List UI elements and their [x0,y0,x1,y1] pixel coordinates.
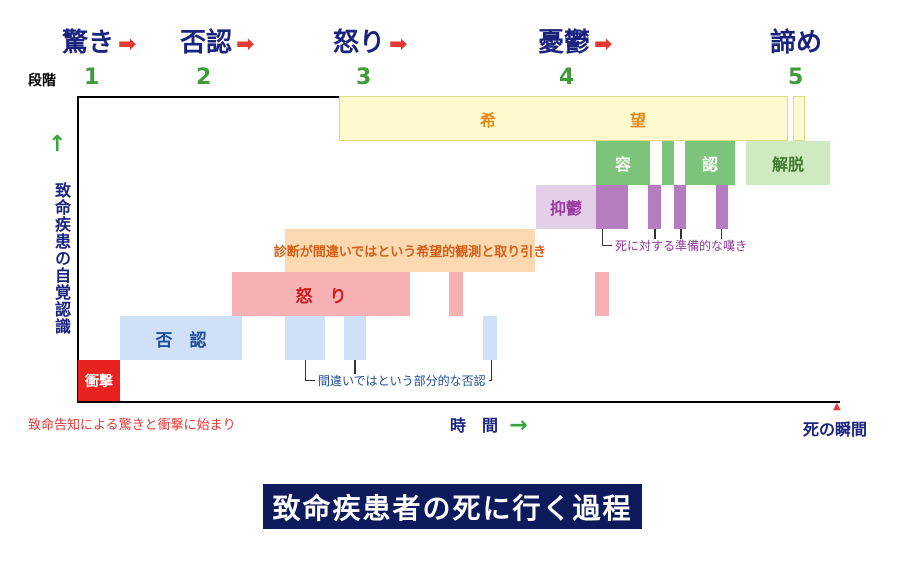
anger-bar-2 [449,272,463,316]
stage-5-number: 5 [788,65,804,90]
y-axis-label: 致命疾患の自覚認識 [52,182,71,335]
top-frame-line [77,96,339,98]
red-arrow-icon: ➡ [236,32,255,57]
shock-label: 衝撃 [85,373,113,390]
depression-bar-2 [648,185,661,229]
depression-bar-1 [596,185,628,229]
acceptance-bar-3: 認 [685,141,735,185]
prep-grief-tick-2 [680,229,682,246]
end-marker-icon: ▲ [833,401,841,412]
partial-denial-tick [354,360,356,381]
anger-bar: 怒 り [232,272,410,316]
bargaining-label: 診断が間違いではという希望的観測と取り引き [273,245,547,260]
x-axis-line [77,401,840,403]
denial-bar-3 [344,316,366,360]
page-title: 致命疾患者の死に行く過程 [263,484,642,529]
stage-4-label: 憂鬱➡ [538,28,613,58]
stage-5-label: 諦め [770,28,823,58]
prep-grief-annotation: 死に対する準備的な嘆き [612,239,751,253]
start-note: 致命告知による驚きと衝撃に始まり [28,418,236,433]
stage-1-label: 驚き➡ [62,28,137,58]
stage-2-label: 否認➡ [180,28,255,58]
hope-left-label: 希 [480,110,497,130]
denial-label: 否 認 [155,330,207,351]
stage-4-number: 4 [559,65,575,90]
end-note: 死の瞬間 [803,420,868,439]
denial-bar-2 [285,316,325,360]
bargaining-bar: 診断が間違いではという希望的観測と取り引き [274,229,546,272]
anger-bar-3 [595,272,609,316]
stage-3-label: 怒り➡ [333,28,408,58]
red-arrow-icon: ➡ [389,32,408,57]
y-axis-line [77,96,79,402]
liberation-bar: 解脱 [746,141,830,185]
denial-bar: 否 認 [120,316,242,360]
acceptance-left-label: 容 [614,155,631,174]
hope-right-label: 望 [630,110,647,130]
depression-bar-3 [674,185,686,229]
red-arrow-icon: ➡ [118,32,137,57]
depression-bar-4 [716,185,728,229]
liberation-label: 解脱 [771,155,804,174]
stage-2-number: 2 [196,65,212,90]
shock-bar: 衝撃 [78,360,120,401]
anger-label: 怒 り [295,286,347,307]
acceptance-bar-2 [662,141,674,185]
depression-light-bar: 抑鬱 [536,185,596,229]
depression-label: 抑鬱 [549,199,582,218]
denial-bar-4 [483,316,497,360]
prep-grief-tick-1 [654,229,656,246]
hope-bar-fragment [793,96,805,141]
partial-denial-annotation: 間違いではという部分的な否認 [315,374,489,388]
steps-label: 段階 [28,73,56,89]
y-axis-arrow-icon: ↑ [48,132,67,157]
acceptance-bar-1: 容 [596,141,650,185]
stage-3-number: 3 [356,65,372,90]
x-axis-label: 時 間 → [450,413,528,438]
acceptance-right-label: 認 [701,155,718,174]
x-axis-arrow-icon: → [509,413,528,438]
hope-bar: 希 望 [339,96,788,141]
red-arrow-icon: ➡ [594,32,613,57]
stage-1-number: 1 [84,65,100,90]
